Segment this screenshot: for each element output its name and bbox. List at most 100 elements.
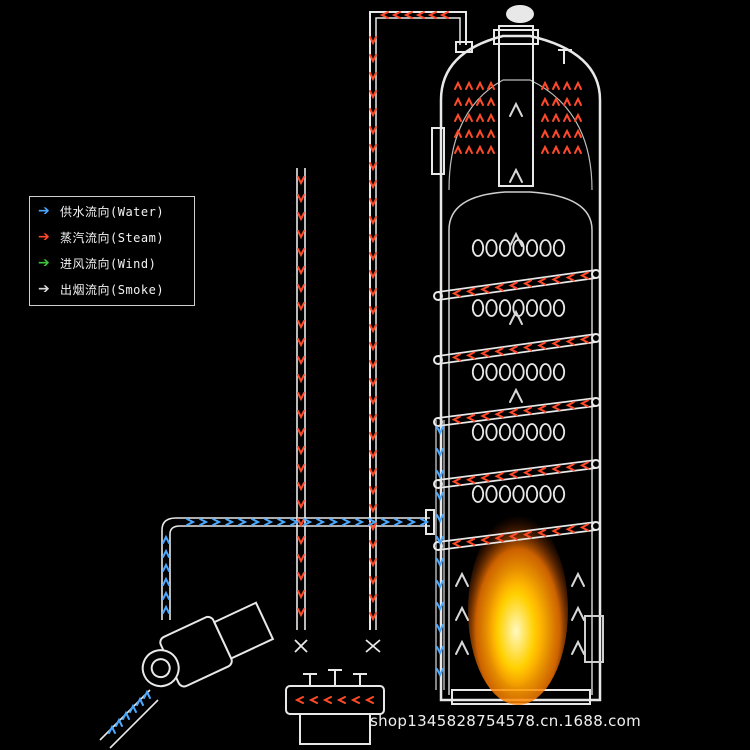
flow-arrow — [369, 180, 377, 190]
safety-valve — [558, 49, 572, 64]
feed-pipe — [161, 517, 430, 620]
flow-arrow — [436, 470, 444, 480]
flow-arrow — [465, 80, 473, 90]
flow-arrow — [552, 112, 560, 122]
smoke-puff — [506, 5, 534, 23]
flow-arrow — [162, 534, 170, 544]
flow-arrow — [574, 112, 582, 122]
flow-arrow — [369, 270, 377, 280]
fire-tube — [498, 363, 512, 381]
flow-arrow — [369, 594, 377, 604]
flow-arrow — [297, 410, 305, 420]
fire-tube — [498, 239, 512, 257]
flow-arrow — [369, 360, 377, 370]
smoke-arrow-icon: ➔ — [38, 281, 51, 297]
flow-arrow — [455, 571, 469, 587]
flow-arrow — [439, 11, 449, 19]
flow-arrow — [297, 338, 305, 348]
flow-arrow — [508, 281, 518, 290]
fire-tube — [498, 299, 512, 317]
flow-arrow — [436, 426, 444, 436]
flow-arrow — [369, 378, 377, 388]
flow-arrow — [297, 248, 305, 258]
legend: ➔ 供水流向(Water) ➔ 蒸汽流向(Steam) ➔ 进风流向(Wind)… — [29, 196, 195, 306]
cross-pipe — [437, 521, 597, 543]
flow-arrow — [436, 668, 444, 678]
flow-arrow — [551, 465, 561, 473]
fire-tube — [525, 239, 539, 257]
flow-arrow — [454, 80, 462, 90]
flow-arrow — [551, 275, 561, 284]
flow-arrow — [364, 696, 374, 704]
flow-arrow — [574, 80, 582, 90]
fire-tube — [552, 299, 566, 317]
fire-tube — [471, 423, 485, 441]
legend-item-smoke: ➔ 出烟流向(Smoke) — [38, 279, 164, 299]
fire-tube — [485, 299, 498, 317]
flow-arrow — [369, 126, 377, 136]
flow-arrow — [436, 514, 444, 524]
flow-arrow — [294, 696, 304, 704]
flow-arrow — [297, 302, 305, 312]
flow-arrow — [329, 518, 339, 526]
flow-arrow — [350, 696, 360, 704]
flow-arrow — [574, 144, 582, 154]
flow-arrow — [563, 112, 571, 122]
flow-arrow — [465, 96, 473, 106]
flow-arrow — [454, 144, 462, 154]
flow-arrow — [565, 337, 575, 346]
flow-arrow — [541, 80, 549, 90]
flow-arrow — [480, 285, 490, 294]
flow-arrow — [476, 144, 484, 154]
flow-arrow — [465, 144, 473, 154]
flow-arrow — [522, 530, 533, 539]
flow-arrow — [454, 128, 462, 138]
flow-arrow — [565, 525, 575, 534]
flow-arrow — [565, 401, 575, 410]
flow-arrow — [487, 128, 495, 138]
flow-arrow — [579, 461, 589, 470]
boiler-inner-wall — [448, 191, 593, 695]
flow-arrow — [238, 518, 248, 526]
fire-tube — [498, 485, 512, 503]
flow-arrow — [162, 604, 170, 614]
flow-arrow — [297, 554, 305, 564]
legend-label: 蒸汽流向(Steam) — [60, 230, 165, 245]
flow-arrow — [369, 216, 377, 226]
flow-arrow — [297, 392, 305, 402]
fire-tube — [539, 485, 552, 503]
flow-arrow — [579, 523, 589, 532]
flow-arrow — [480, 412, 490, 420]
flow-arrow — [251, 518, 261, 526]
fire-tube — [552, 239, 566, 257]
fire-tube — [525, 363, 539, 381]
flow-arrow — [297, 230, 305, 240]
fire-tube — [471, 485, 485, 503]
flow-arrow — [369, 486, 377, 496]
flow-arrow — [322, 696, 332, 704]
pipe-joint — [433, 541, 443, 551]
fire-tube — [552, 423, 566, 441]
flow-arrow — [436, 624, 444, 634]
fire-tube — [539, 239, 552, 257]
flow-arrow — [563, 128, 571, 138]
legend-item-wind: ➔ 进风流向(Wind) — [38, 253, 156, 273]
flow-arrow — [571, 605, 585, 621]
steam-flange — [455, 41, 473, 53]
legend-label: 供水流向(Water) — [60, 204, 165, 219]
flow-arrow — [487, 80, 495, 90]
flow-arrow — [574, 96, 582, 106]
flow-arrow — [465, 112, 473, 122]
flow-arrow — [436, 536, 444, 546]
flame-core — [486, 563, 546, 687]
flow-arrow — [115, 717, 123, 727]
flow-arrow — [509, 101, 523, 117]
flow-arrow — [420, 518, 430, 526]
flow-arrow — [212, 518, 222, 526]
flow-arrow — [369, 414, 377, 424]
flow-arrow — [522, 343, 533, 352]
steam-header — [285, 685, 385, 715]
flow-arrow — [509, 167, 523, 183]
flow-arrow — [494, 534, 504, 543]
